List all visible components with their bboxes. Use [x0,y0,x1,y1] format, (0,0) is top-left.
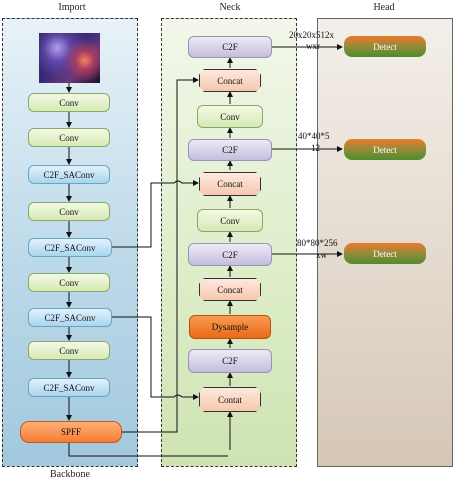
neck-concat-1: Concat [199,69,261,92]
neck-concat-3-label: Concat [217,284,243,295]
neck-dysample: Dysample [189,315,271,339]
backbone-conv-5: Conv [28,341,110,360]
neck-c2f-3: C2F [188,243,272,266]
backbone-spff: SPFF [20,421,122,443]
input-image [39,33,100,83]
head-annotation-1-line2: wxr [306,41,320,51]
neck-c2f-2: C2F [188,139,272,161]
neck-conv-1: Conv [197,105,263,128]
head-annotation-1-line1: 20x20x512x [289,30,334,40]
neck-concat-2: Concat [199,172,261,196]
neck-title: Neck [219,2,241,13]
neck-c2f-4: C2F [188,349,272,373]
head-detect-3: Detect [344,243,426,264]
backbone-c2f-saconv-4: C2F_SAConv [28,378,110,397]
neck-concat-2-label: Concat [217,179,243,189]
head-annotation-2-line2: 12 [311,143,320,153]
neck-c2f-1: C2F [188,36,272,58]
head-annotation-2-line1: 40*40*5 [298,131,330,141]
backbone-c2f-saconv-3: C2F_SAConv [28,308,112,327]
neck-contat-label: Contat [218,394,242,405]
backbone-conv-3: Conv [28,202,110,221]
backbone-c2f-saconv-2: C2F_SAConv [28,238,112,257]
neck-concat-1-label: Concat [217,75,243,86]
backbone-conv-1: Conv [28,93,110,112]
backbone-c2f-saconv-1: C2F_SAConv [28,165,110,184]
neck-contat: Contat [199,387,261,412]
head-detect-1: Detect [344,36,426,57]
neck-conv-2: Conv [197,209,263,232]
head-annotation-3-line2: xw [316,250,327,260]
neck-concat-3: Concat [199,278,261,301]
backbone-title: Backbone [50,469,90,480]
head-title: Head [373,2,395,13]
backbone-conv-4: Conv [28,273,110,292]
backbone-conv-2: Conv [28,128,110,147]
head-detect-2: Detect [344,139,426,160]
head-annotation-3-line1: 80*80*256 [297,238,338,248]
head-panel [317,18,453,467]
import-title: Import [58,2,86,13]
